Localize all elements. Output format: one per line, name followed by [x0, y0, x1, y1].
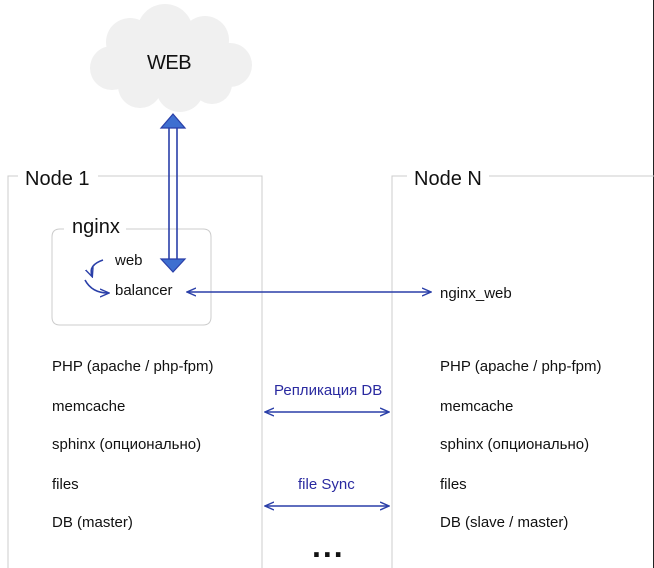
- node1-border: [7, 175, 263, 568]
- cloud-shape: [90, 4, 252, 112]
- nodeN-service-sphinx: sphinx (опционально): [440, 436, 590, 453]
- node1-service-db: DB (master): [52, 514, 133, 531]
- file-sync-label: file Sync: [298, 476, 355, 493]
- node1-service-sphinx: sphinx (опционально): [52, 436, 202, 453]
- nodeN-service-memcache: memcache: [440, 398, 514, 415]
- nginx-web-node-n: nginx_web: [440, 285, 512, 302]
- nodeN-service-files: files: [440, 476, 467, 493]
- node1-service-files: files: [52, 476, 79, 493]
- nodeN-title: Node N: [414, 168, 482, 190]
- node1-service-memcache: memcache: [52, 398, 126, 415]
- balancer-curve-arrow: [84, 279, 108, 293]
- nodeN-service-db: DB (slave / master): [440, 514, 569, 531]
- nginx-web-label: web: [115, 252, 143, 269]
- nodeN-border: [391, 175, 654, 568]
- web-nginx-arrow: [159, 113, 187, 273]
- ellipsis: ...: [312, 528, 345, 564]
- node1-title: Node 1: [25, 168, 90, 190]
- cloud-label: WEB: [147, 52, 192, 74]
- nginx-box-border: [51, 228, 212, 326]
- nginx-balancer-label: balancer: [115, 282, 173, 299]
- web-curve-arrow: [91, 259, 104, 276]
- replication-label: Репликация DB: [274, 382, 383, 399]
- node1-service-php: PHP (apache / php-fpm): [52, 358, 214, 375]
- nginx-label: nginx: [72, 216, 120, 238]
- nodeN-service-php: PHP (apache / php-fpm): [440, 358, 602, 375]
